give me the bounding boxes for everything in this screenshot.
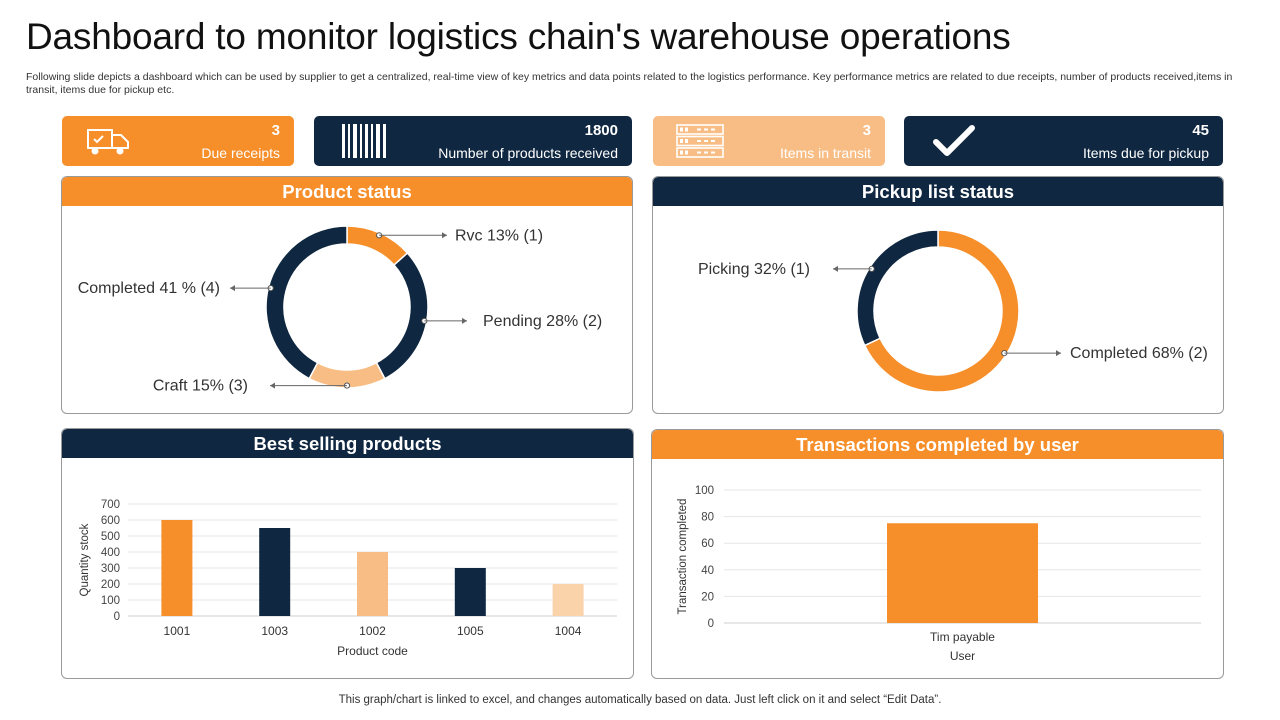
y-tick-label: 0 xyxy=(708,618,714,630)
bar[interactable] xyxy=(454,568,486,616)
pickup-list-status-panel: Pickup list status Completed 68% (2) Pick… xyxy=(652,176,1224,414)
donut-slice[interactable] xyxy=(265,225,348,380)
pickup-status-donut-chart[interactable]: Completed 68% (2) Picking 32% (1) xyxy=(653,177,1224,414)
kpi-value: 3 xyxy=(271,122,280,139)
y-tick-label: 80 xyxy=(701,512,714,524)
bar[interactable] xyxy=(259,528,291,616)
y-tick-label: 60 xyxy=(701,538,714,550)
y-tick-label: 0 xyxy=(114,611,120,623)
y-tick-label: 500 xyxy=(101,531,120,543)
x-axis-label: User xyxy=(950,649,975,663)
kpi-label: Items in transit xyxy=(779,145,871,161)
slice-label: Craft 15% (3) xyxy=(153,378,248,395)
kpi-due-receipts[interactable]: 3 Due receipts xyxy=(62,116,294,166)
product-status-donut-chart[interactable]: Rvc 13% (1) Pending 28% (2) Craft 15% (3) C… xyxy=(62,177,633,414)
product-status-panel: Product status Rvc 13% (1) Pending 28% (2… xyxy=(61,176,633,414)
best-selling-products-panel: Best selling products 0 100 200 300 400 500 60… xyxy=(61,428,634,679)
x-tick-label: 1005 xyxy=(457,624,484,638)
y-tick-label: 300 xyxy=(101,563,120,575)
kpi-label: Due receipts xyxy=(201,145,280,161)
leader-arrow xyxy=(442,232,447,239)
donut-slice[interactable] xyxy=(346,225,409,267)
y-axis-label: Quantity stock xyxy=(79,523,91,596)
bar[interactable] xyxy=(887,523,1038,623)
page-title: Dashboard to monitor logistics chain's w… xyxy=(26,16,1011,57)
donut-slice[interactable] xyxy=(856,229,939,347)
panel-title: Pickup list status xyxy=(653,177,1223,206)
bar[interactable] xyxy=(161,520,193,616)
slice-label: Rvc 13% (1) xyxy=(455,227,543,244)
leader-arrow xyxy=(230,285,235,292)
y-tick-label: 20 xyxy=(701,591,714,603)
y-axis-label: Transaction completed xyxy=(677,499,689,615)
donut-slice[interactable] xyxy=(863,229,1020,393)
x-tick-label: 1001 xyxy=(164,624,191,638)
donut-slice[interactable] xyxy=(375,252,429,380)
y-tick-label: 40 xyxy=(701,565,714,577)
y-tick-label: 400 xyxy=(101,547,120,559)
bar[interactable] xyxy=(552,584,584,616)
kpi-value: 45 xyxy=(1192,122,1209,139)
panel-title: Transactions completed by user xyxy=(652,430,1223,459)
kpi-items-in-transit[interactable]: 3 Items in transit xyxy=(653,116,885,166)
x-axis-label: Product code xyxy=(337,644,408,658)
kpi-label: Items due for pickup xyxy=(1082,145,1209,161)
leader-arrow xyxy=(462,317,467,324)
panel-title: Product status xyxy=(62,177,632,206)
barcode-icon xyxy=(342,124,386,158)
slice-label: Completed 68% (2) xyxy=(1070,345,1208,362)
leader-arrow xyxy=(270,382,275,389)
kpi-products-received[interactable]: 1800 Number of products received xyxy=(314,116,632,166)
slice-label: Picking 32% (1) xyxy=(698,261,810,278)
y-tick-label: 700 xyxy=(101,499,120,511)
x-tick-label: 1002 xyxy=(359,624,386,638)
page-subtitle: Following slide depicts a dashboard whic… xyxy=(26,71,1233,96)
slice-label: Completed 41 % (4) xyxy=(78,280,220,297)
y-tick-label: 600 xyxy=(101,515,120,527)
server-rack-icon xyxy=(676,124,724,158)
x-tick-label: Tim payable xyxy=(930,630,995,644)
checkmark-icon xyxy=(933,125,975,156)
y-tick-label: 100 xyxy=(101,595,120,607)
delivery-truck-icon xyxy=(87,129,129,155)
x-tick-label: 1003 xyxy=(261,624,288,638)
kpi-items-due-pickup[interactable]: 45 Items due for pickup xyxy=(904,116,1223,166)
kpi-label: Number of products received xyxy=(438,145,618,161)
y-tick-label: 100 xyxy=(695,485,714,497)
leader-arrow xyxy=(1056,350,1061,357)
x-tick-label: 1004 xyxy=(555,624,582,638)
kpi-value: 1800 xyxy=(584,122,618,139)
bar[interactable] xyxy=(357,552,388,616)
kpi-value: 3 xyxy=(862,122,871,139)
y-tick-label: 200 xyxy=(101,579,120,591)
footnote: This graph/chart is linked to excel, and… xyxy=(338,694,942,706)
leader-arrow xyxy=(833,265,838,272)
best-selling-bar-chart[interactable]: 0 100 200 300 400 500 600 700 1001 1003 1002 1005 10… xyxy=(62,429,634,679)
slice-label: Pending 28% (2) xyxy=(483,313,602,330)
panel-title: Best selling products xyxy=(62,429,633,458)
transactions-by-user-panel: Transactions completed by user 0 20 40 60 80… xyxy=(651,429,1224,679)
